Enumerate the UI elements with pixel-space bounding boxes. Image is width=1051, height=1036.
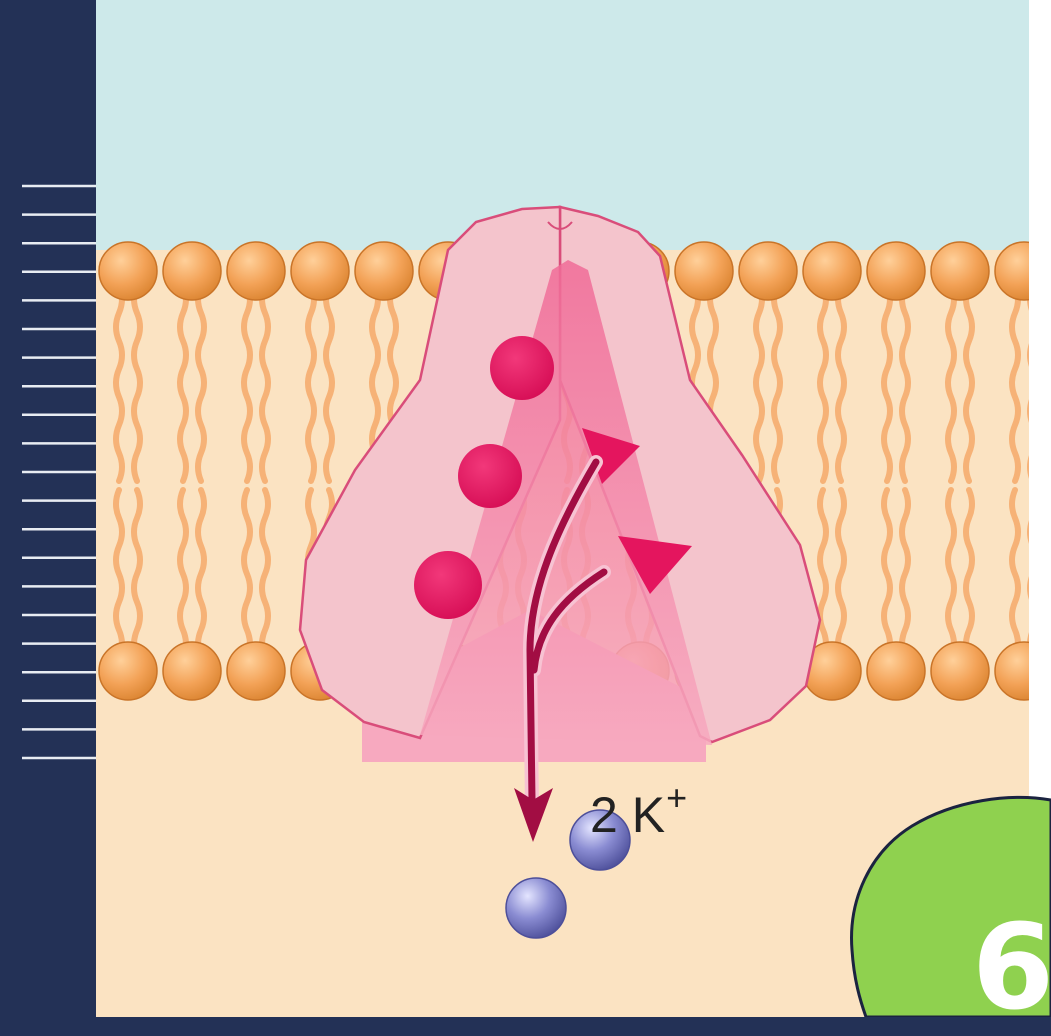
lipid-tail-lower	[262, 490, 268, 658]
lipid-tail-lower	[902, 490, 908, 658]
lipid-head	[99, 642, 157, 700]
lipid-head	[675, 242, 733, 300]
lipid-tail-lower	[198, 490, 204, 658]
lipid-tail-lower	[820, 490, 826, 658]
lipid-tail-lower	[1012, 490, 1018, 658]
lipid-head	[99, 242, 157, 300]
lipid-head	[163, 242, 221, 300]
lipid-tail-lower	[966, 490, 972, 658]
lipid-head	[803, 242, 861, 300]
lipid-head	[931, 642, 989, 700]
step-number: 6	[972, 908, 1051, 1026]
sodium-binding-site-icon	[414, 551, 482, 619]
sodium-binding-site-icon	[490, 336, 554, 400]
lipid-head	[227, 642, 285, 700]
lipid-tail-lower	[180, 490, 186, 658]
lipid-head	[931, 242, 989, 300]
lipid-head	[163, 642, 221, 700]
lipid-tail-lower	[244, 490, 250, 658]
lipid-head	[867, 642, 925, 700]
lipid-head	[867, 242, 925, 300]
lipid-tail-lower	[116, 490, 122, 658]
potassium-ion-icon	[506, 878, 566, 938]
lipid-tail-lower	[838, 490, 844, 658]
lipid-tail-lower	[884, 490, 890, 658]
lipid-tail-lower	[948, 490, 954, 658]
lipid-head	[291, 242, 349, 300]
sidebar-ruler	[22, 186, 96, 758]
potassium-ion-label: 2 K+	[590, 780, 687, 840]
lipid-tail-lower	[134, 490, 140, 658]
lipid-head	[355, 242, 413, 300]
lipid-head	[739, 242, 797, 300]
sodium-binding-site-icon	[458, 444, 522, 508]
lipid-head	[227, 242, 285, 300]
